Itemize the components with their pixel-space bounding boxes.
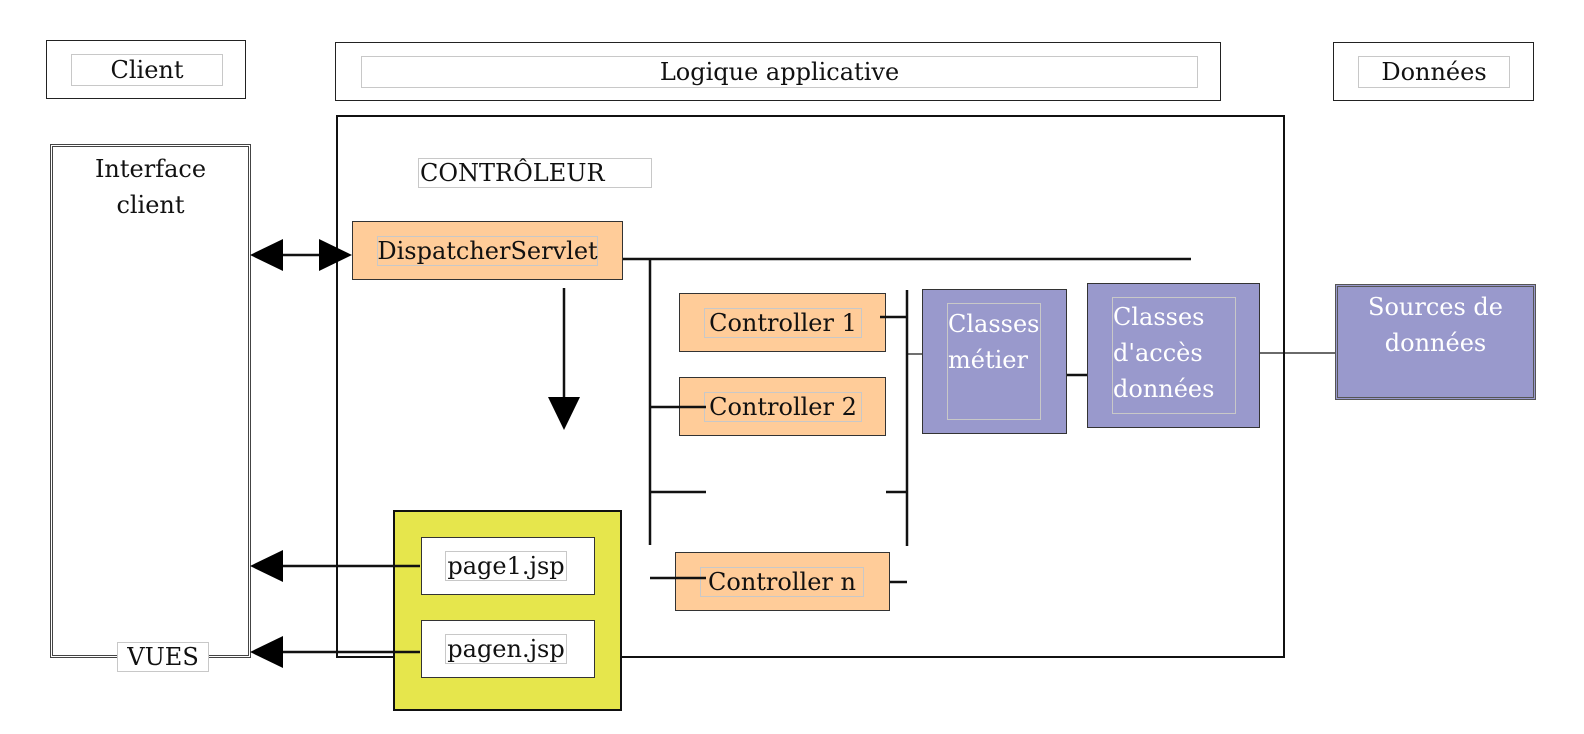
controller-1-box: Controller 1 — [679, 293, 886, 352]
header-data: Données — [1333, 42, 1534, 101]
classes-metier-label: Classes métier — [947, 303, 1041, 420]
classes-acces-label: Classes d'accès données — [1112, 297, 1236, 414]
header-client: Client — [46, 40, 246, 99]
classes-metier-box: Classes métier — [922, 289, 1067, 434]
sources-donnees-box: Sources de données — [1335, 284, 1536, 400]
pagen-jsp-label: pagen.jsp — [445, 634, 567, 664]
page1-jsp-label: page1.jsp — [445, 551, 567, 581]
pagen-jsp-box: pagen.jsp — [421, 620, 595, 678]
controller-1-label: Controller 1 — [704, 308, 862, 338]
controller-container — [336, 115, 1285, 658]
classes-acces-box: Classes d'accès données — [1087, 283, 1260, 428]
dispatcher-servlet-box: DispatcherServlet — [352, 221, 623, 280]
header-data-label: Données — [1358, 56, 1510, 88]
controleur-label: CONTRÔLEUR — [418, 158, 652, 188]
interface-client-label: Interface client — [94, 155, 207, 219]
header-logic-label: Logique applicative — [361, 56, 1198, 88]
controller-2-label: Controller 2 — [704, 392, 862, 422]
sources-donnees-label: Sources de données — [1368, 293, 1503, 357]
vues-label: VUES — [117, 642, 209, 672]
page1-jsp-box: page1.jsp — [421, 537, 595, 595]
header-logic: Logique applicative — [335, 42, 1221, 101]
views-group-box: page1.jsp pagen.jsp — [393, 510, 622, 711]
arrowhead-pagen-client — [250, 636, 283, 668]
controller-n-label: Controller n — [700, 567, 864, 597]
arrowhead-to-client — [250, 239, 283, 271]
arrowhead-page1-client — [250, 550, 283, 582]
arrowhead-down — [548, 397, 580, 430]
controller-2-box: Controller 2 — [679, 377, 886, 436]
dispatcher-servlet-label: DispatcherServlet — [377, 236, 598, 266]
controller-n-box: Controller n — [675, 552, 890, 611]
interface-client-panel: Interface client — [50, 144, 251, 658]
arrowhead-to-dispatcher — [319, 239, 352, 271]
header-client-label: Client — [71, 54, 223, 86]
